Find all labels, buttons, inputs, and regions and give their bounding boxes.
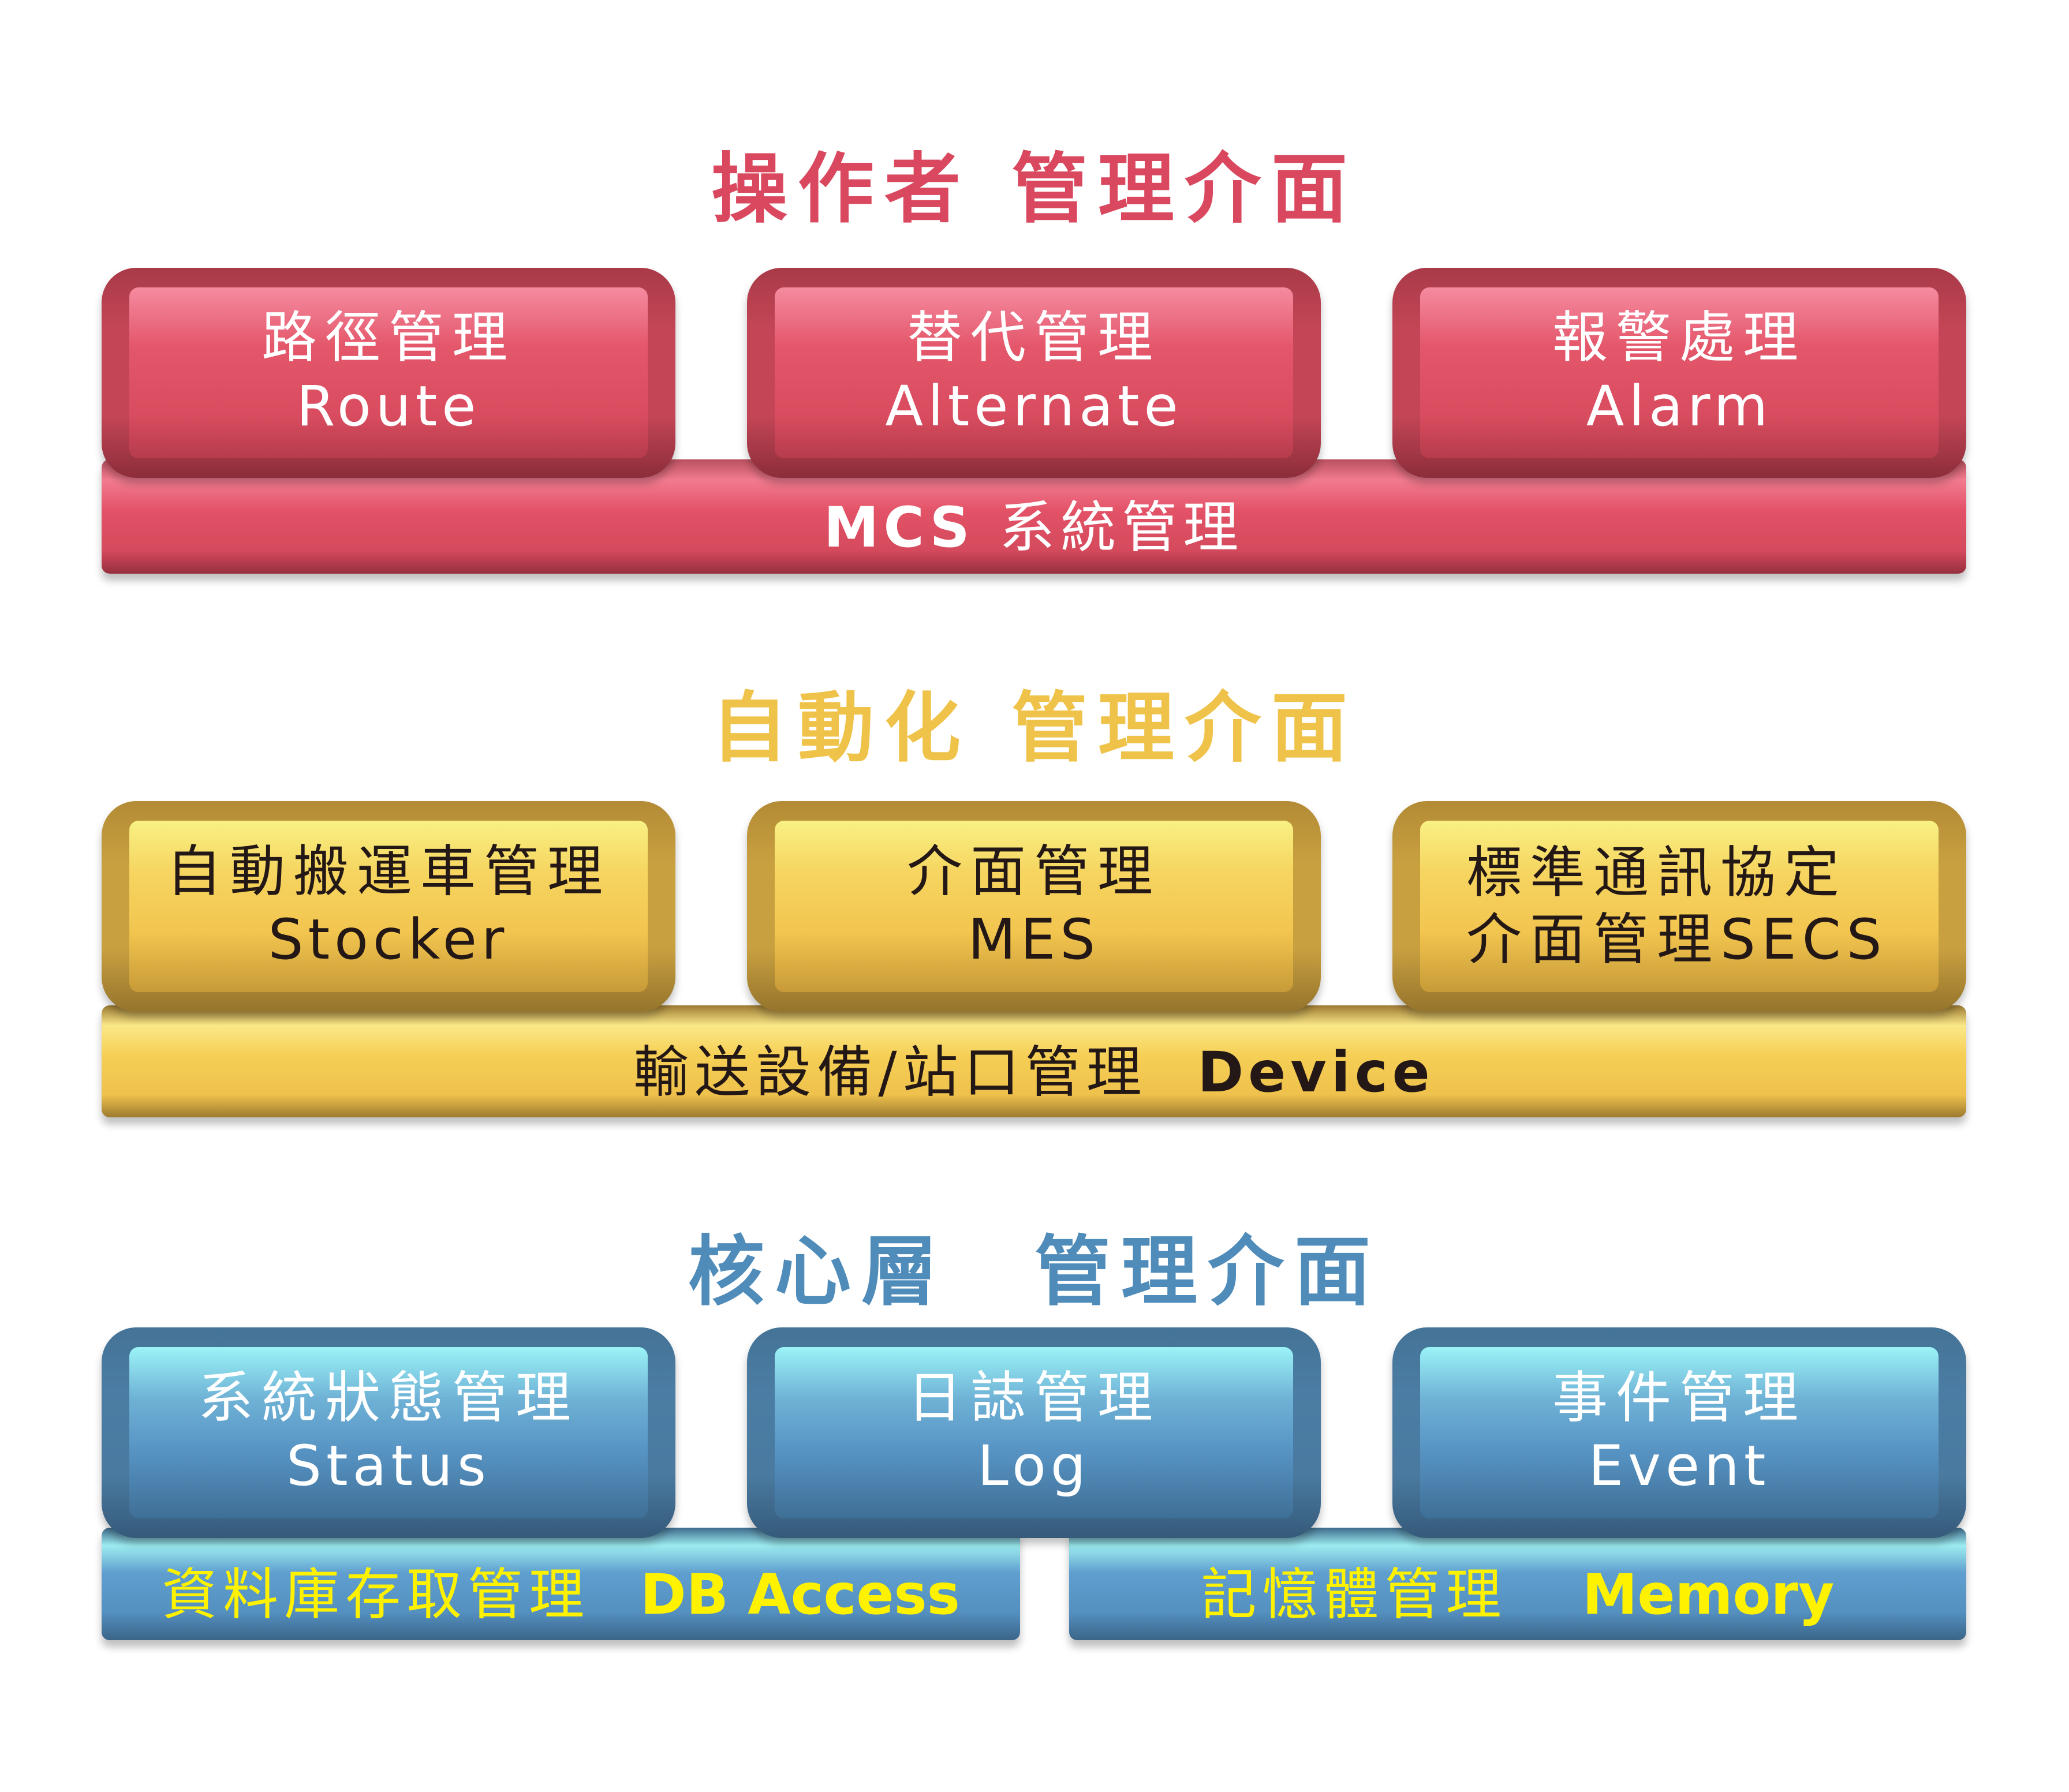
device-bar[interactable]: 輸送設備/站口管理 Device (102, 1005, 1966, 1117)
mes-module-en: MES (968, 907, 1100, 972)
log-module-en: Log (977, 1434, 1090, 1499)
automation-layer-title-left: 自動化 (711, 684, 971, 773)
stocker-module[interactable]: 自動搬運車管理 Stocker (102, 801, 675, 1012)
mcs-system-bar[interactable]: MCS 系統管理 (102, 459, 1966, 574)
core-layer-title-left: 核心層 (688, 1228, 948, 1316)
alarm-module-zh: 報警處理 (1552, 305, 1806, 371)
core-layer-title-right: 管理介面 (1034, 1228, 1381, 1316)
mcs-label: MCS (823, 495, 974, 560)
mes-module[interactable]: 介面管理 MES (747, 801, 1321, 1012)
event-module[interactable]: 事件管理 Event (1392, 1327, 1966, 1538)
db-access-en: DB Access (640, 1562, 960, 1627)
stocker-module-en: Stocker (268, 907, 509, 972)
secs-module-en: SECS (1720, 907, 1888, 972)
secs-module-zh-line2: 介面管理 (1466, 907, 1720, 972)
alarm-module-en: Alarm (1586, 373, 1773, 439)
route-module-zh: 路徑管理 (262, 305, 516, 371)
secs-module-zh-line1: 標準通訊協定 (1466, 840, 1847, 906)
db-access-zh: 資料庫存取管理 (162, 1562, 591, 1627)
status-module[interactable]: 系統狀態管理 Status (102, 1327, 675, 1538)
log-module[interactable]: 日誌管理 Log (747, 1327, 1321, 1538)
db-access-bar[interactable]: 資料庫存取管理 DB Access (102, 1528, 1020, 1640)
mes-module-zh: 介面管理 (907, 839, 1161, 904)
event-module-zh: 事件管理 (1552, 1365, 1806, 1430)
automation-layer-title: 自動化管理介面 (0, 690, 2069, 766)
device-label: Device (1197, 1039, 1435, 1105)
secs-module[interactable]: 標準通訊協定 介面管理SECS (1392, 801, 1966, 1012)
alternate-module[interactable]: 替代管理 Alternate (747, 268, 1321, 478)
route-module[interactable]: 路徑管理 Route (102, 268, 675, 478)
device-station-management-label: 輸送設備/站口管理 (633, 1039, 1148, 1105)
automation-layer-title-right: 管理介面 (1011, 684, 1358, 773)
alternate-module-en: Alternate (885, 373, 1183, 439)
route-module-en: Route (296, 373, 481, 439)
alternate-module-zh: 替代管理 (907, 305, 1161, 371)
operator-layer-title-right: 管理介面 (1011, 145, 1358, 234)
stocker-module-zh: 自動搬運車管理 (166, 839, 611, 904)
memory-zh: 記憶體管理 (1201, 1562, 1507, 1627)
memory-en: Memory (1582, 1562, 1835, 1627)
status-module-en: Status (286, 1434, 491, 1499)
status-module-zh: 系統狀態管理 (198, 1365, 579, 1430)
event-module-en: Event (1588, 1434, 1771, 1499)
operator-layer-title-left: 操作者 (711, 145, 971, 234)
alarm-module[interactable]: 報警處理 Alarm (1392, 268, 1966, 478)
operator-layer-title: 操作者管理介面 (0, 151, 2069, 227)
log-module-zh: 日誌管理 (907, 1365, 1161, 1430)
system-management-label: 系統管理 (999, 495, 1245, 560)
memory-bar[interactable]: 記憶體管理 Memory (1069, 1528, 1966, 1640)
core-layer-title: 核心層管理介面 (0, 1234, 2069, 1310)
